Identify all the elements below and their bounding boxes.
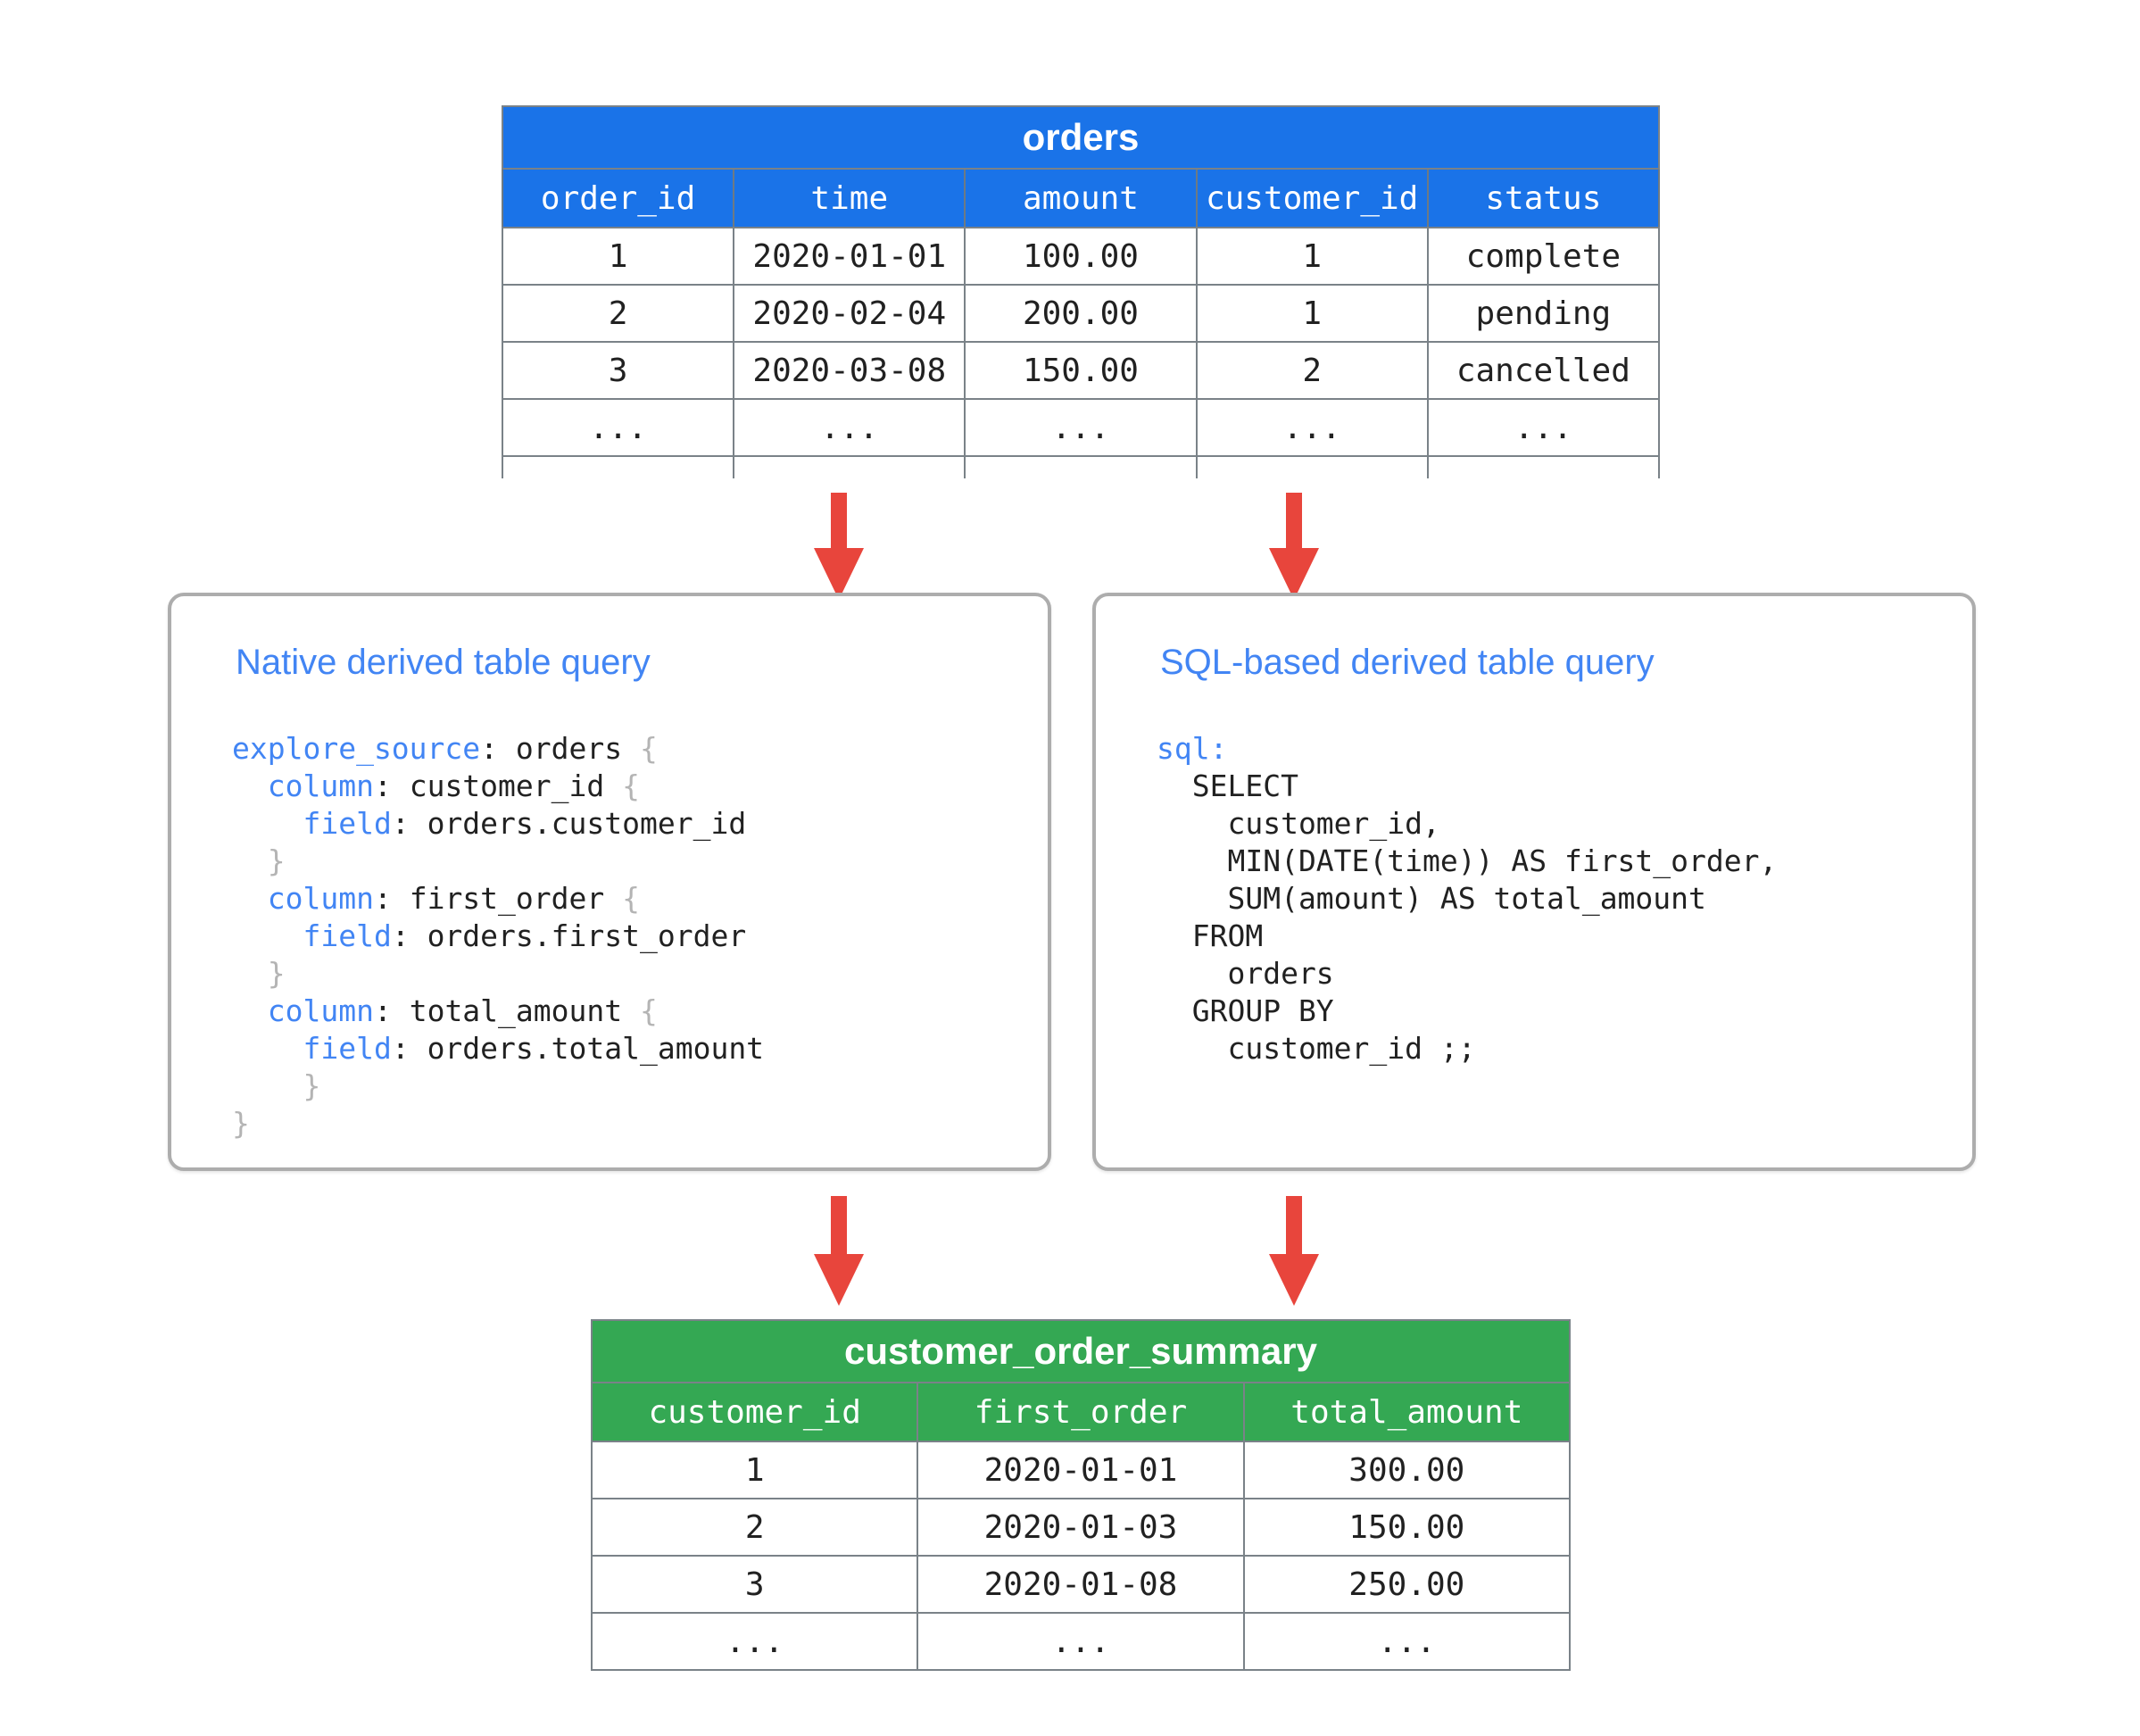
cell: pending xyxy=(1426,284,1661,343)
result-col-total_amount: total_amount xyxy=(1242,1382,1572,1442)
cell: 2020-01-08 xyxy=(917,1555,1245,1614)
cell: complete xyxy=(1426,227,1661,286)
cell: 2 xyxy=(1195,341,1429,400)
cell: 1 xyxy=(1195,284,1429,343)
cell: 200.00 xyxy=(964,284,1198,343)
table-row: 3 2020-01-08 250.00 xyxy=(590,1555,1572,1614)
result-table-title: customer_order_summary xyxy=(591,1319,1571,1383)
table-row: 1 2020-01-01 300.00 xyxy=(590,1441,1572,1499)
panel-sql-code: sql: SELECT customer_id, MIN(DATE(time))… xyxy=(1157,731,1778,1066)
cell: 150.00 xyxy=(964,341,1198,400)
source-col-amount: amount xyxy=(964,168,1198,228)
panel-sql-derived-table: SQL-based derived table query sql: SELEC… xyxy=(1092,593,1976,1171)
cell: 250.00 xyxy=(1242,1555,1572,1614)
panel-native-derived-table: Native derived table query explore_sourc… xyxy=(168,593,1051,1171)
cell: 3 xyxy=(590,1555,919,1614)
cell: 150.00 xyxy=(1242,1498,1572,1557)
cell: ... xyxy=(590,1612,919,1671)
source-col-status: status xyxy=(1426,168,1661,228)
cell xyxy=(964,455,1198,478)
panel-native-code: explore_source: orders { column: custome… xyxy=(232,731,765,1141)
source-table-title-row: orders xyxy=(502,105,1660,170)
cell: ... xyxy=(964,398,1198,457)
source-col-order_id: order_id xyxy=(502,168,735,228)
cell: ... xyxy=(502,398,735,457)
cell: 2020-01-01 xyxy=(733,227,966,286)
cell: ... xyxy=(1195,398,1429,457)
table-row: 3 2020-03-08 150.00 2 cancelled xyxy=(502,341,1661,400)
cell: 1 xyxy=(590,1441,919,1499)
source-table-orders: orders order_id time amount customer_id … xyxy=(502,105,1661,478)
cell: cancelled xyxy=(1426,341,1661,400)
result-col-customer_id: customer_id xyxy=(590,1382,919,1442)
result-table-header-row: customer_id first_order total_amount xyxy=(590,1382,1572,1442)
source-col-customer_id: customer_id xyxy=(1195,168,1429,228)
cell: 3 xyxy=(502,341,735,400)
cell: 2 xyxy=(502,284,735,343)
arrow-sql-to-summary xyxy=(1267,1196,1321,1308)
cell: 300.00 xyxy=(1242,1441,1572,1499)
arrow-orders-to-native xyxy=(812,493,866,600)
cell: ... xyxy=(1426,398,1661,457)
result-table-customer-order-summary: customer_order_summary customer_id first… xyxy=(590,1319,1572,1671)
table-row: 2 2020-01-03 150.00 xyxy=(590,1498,1572,1557)
cell xyxy=(1195,455,1429,478)
cell: ... xyxy=(1242,1612,1572,1671)
result-col-first_order: first_order xyxy=(917,1382,1245,1442)
panel-native-title: Native derived table query xyxy=(236,643,651,682)
cell: 2020-01-03 xyxy=(917,1498,1245,1557)
cell: ... xyxy=(917,1612,1245,1671)
cell: 2020-01-01 xyxy=(917,1441,1245,1499)
orders-table-clip: orders order_id time amount customer_id … xyxy=(502,105,1663,478)
cell: 2 xyxy=(590,1498,919,1557)
table-row-ellipsis: ... ... ... ... ... xyxy=(502,398,1661,457)
cell: 1 xyxy=(1195,227,1429,286)
table-row-ellipsis: ... ... ... xyxy=(590,1612,1572,1671)
source-table-title: orders xyxy=(502,105,1660,170)
cell: 2020-02-04 xyxy=(733,284,966,343)
cell xyxy=(733,455,966,478)
cell: 100.00 xyxy=(964,227,1198,286)
result-table-title-row: customer_order_summary xyxy=(591,1319,1571,1383)
cell: 1 xyxy=(502,227,735,286)
cell: ... xyxy=(733,398,966,457)
arrow-native-to-summary xyxy=(812,1196,866,1308)
cell: 2020-03-08 xyxy=(733,341,966,400)
panel-sql-title: SQL-based derived table query xyxy=(1160,643,1655,682)
table-row: 2 2020-02-04 200.00 1 pending xyxy=(502,284,1661,343)
source-table-header-row: order_id time amount customer_id status xyxy=(502,168,1661,228)
table-row: 1 2020-01-01 100.00 1 complete xyxy=(502,227,1661,286)
table-row-truncated xyxy=(502,455,1661,478)
cell xyxy=(1426,455,1661,478)
arrow-orders-to-sql xyxy=(1267,493,1321,600)
cell xyxy=(502,455,735,478)
source-col-time: time xyxy=(733,168,966,228)
